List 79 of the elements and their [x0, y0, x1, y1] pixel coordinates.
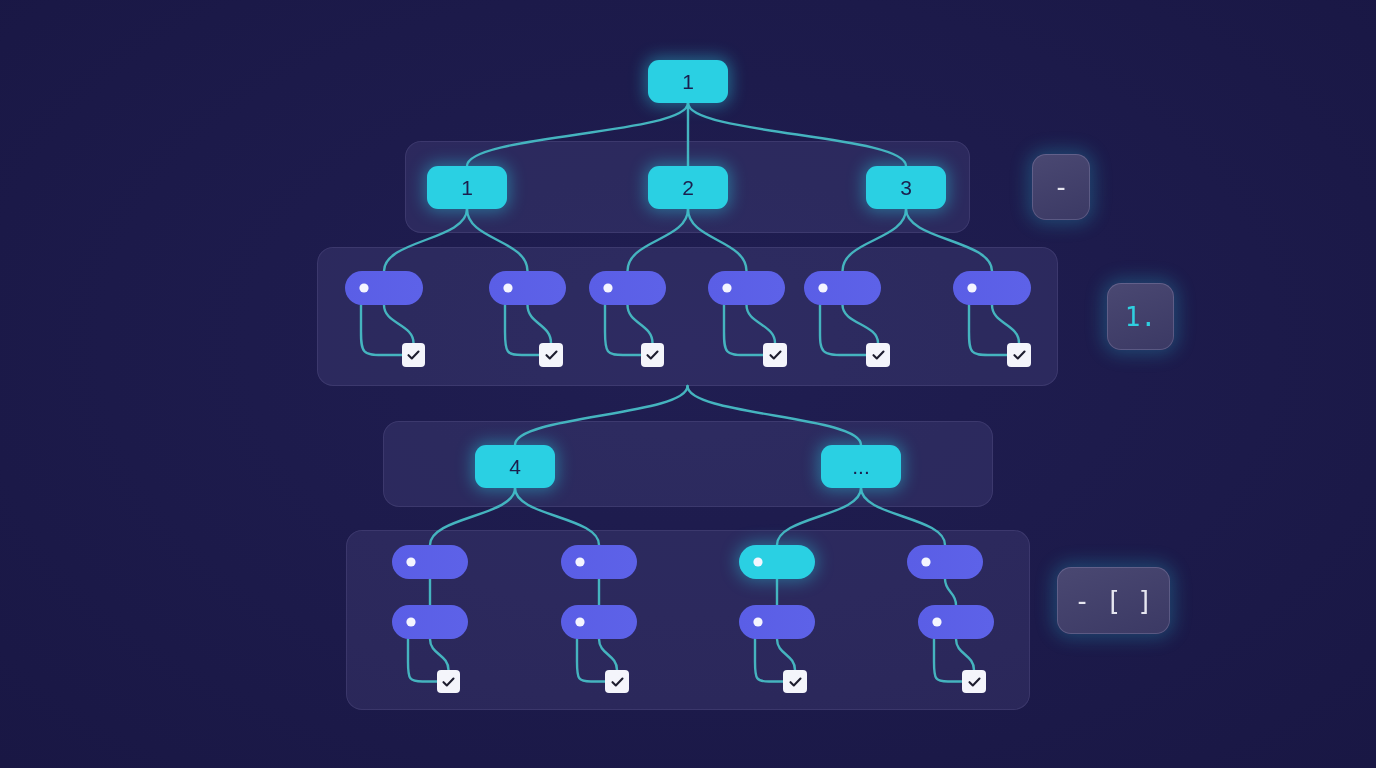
pill-node [392, 605, 468, 639]
connector-line [745, 303, 777, 345]
connector-line [428, 577, 432, 607]
connector-line [382, 303, 415, 345]
node-label: 1 [682, 71, 694, 92]
group-panel [317, 247, 1058, 386]
group-panel [383, 421, 993, 507]
node-label: 4 [509, 456, 521, 477]
connector-line [775, 577, 779, 607]
pill-node [589, 271, 666, 305]
group-panel [405, 141, 970, 233]
tree-node [427, 166, 507, 209]
connector-line [526, 303, 553, 345]
checkbox [763, 343, 787, 367]
connector-line [513, 384, 689, 447]
checkbox [402, 343, 425, 367]
connector-line [967, 303, 1009, 357]
tree-node [475, 445, 555, 488]
connector-line [818, 303, 868, 357]
connector-line [686, 207, 748, 273]
symbol-badge [1032, 154, 1090, 220]
connector-line [603, 303, 643, 357]
connector-line [465, 207, 529, 273]
tree-node [866, 166, 946, 209]
connector-line [503, 303, 541, 357]
group-panel [346, 530, 1030, 710]
connector-line [626, 303, 654, 345]
connector-line [943, 577, 958, 607]
pill-node [708, 271, 785, 305]
node-label: 3 [900, 177, 912, 198]
symbol-badge [1107, 283, 1174, 350]
connector-line [932, 637, 964, 683]
node-label: 2 [682, 177, 694, 198]
symbol-text: - [ ] [1074, 587, 1153, 614]
pill-node [739, 545, 815, 579]
pill-node [804, 271, 881, 305]
tree-node [821, 445, 901, 488]
symbol-text: 1. [1124, 303, 1157, 330]
connector-line [775, 637, 797, 672]
pill-node [918, 605, 994, 639]
connector-line [513, 486, 601, 547]
connector-line [841, 303, 880, 345]
connector-line [359, 303, 404, 357]
symbol-text: - [1053, 174, 1069, 200]
connector-line [406, 637, 439, 683]
connector-line [904, 207, 994, 273]
checkbox [539, 343, 563, 367]
checkbox [437, 670, 460, 693]
connector-line [575, 637, 607, 683]
checkbox [605, 670, 629, 693]
checkbox [783, 670, 807, 693]
connector-line [990, 303, 1021, 345]
connector-line [954, 637, 976, 672]
checkbox [866, 343, 890, 367]
pill-node [953, 271, 1031, 305]
checkbox [962, 670, 986, 693]
connector-line [597, 637, 619, 672]
connector-line [859, 486, 947, 547]
pill-node [561, 605, 637, 639]
connector-line [686, 384, 863, 447]
pill-node [739, 605, 815, 639]
connector-line [597, 577, 601, 607]
tree-node [648, 60, 728, 103]
pill-node [345, 271, 423, 305]
connector-line [465, 101, 690, 168]
pill-node [907, 545, 983, 579]
pill-node [392, 545, 468, 579]
connector-line [753, 637, 785, 683]
tree-node [648, 166, 728, 209]
connector-line [428, 637, 450, 672]
connector-line [722, 303, 765, 357]
node-label: ... [852, 456, 870, 477]
pill-node [561, 545, 637, 579]
checkbox [641, 343, 664, 367]
connector-line [686, 101, 908, 168]
symbol-badge [1057, 567, 1170, 634]
node-label: 1 [461, 177, 473, 198]
checkbox [1007, 343, 1031, 367]
pill-node [489, 271, 566, 305]
